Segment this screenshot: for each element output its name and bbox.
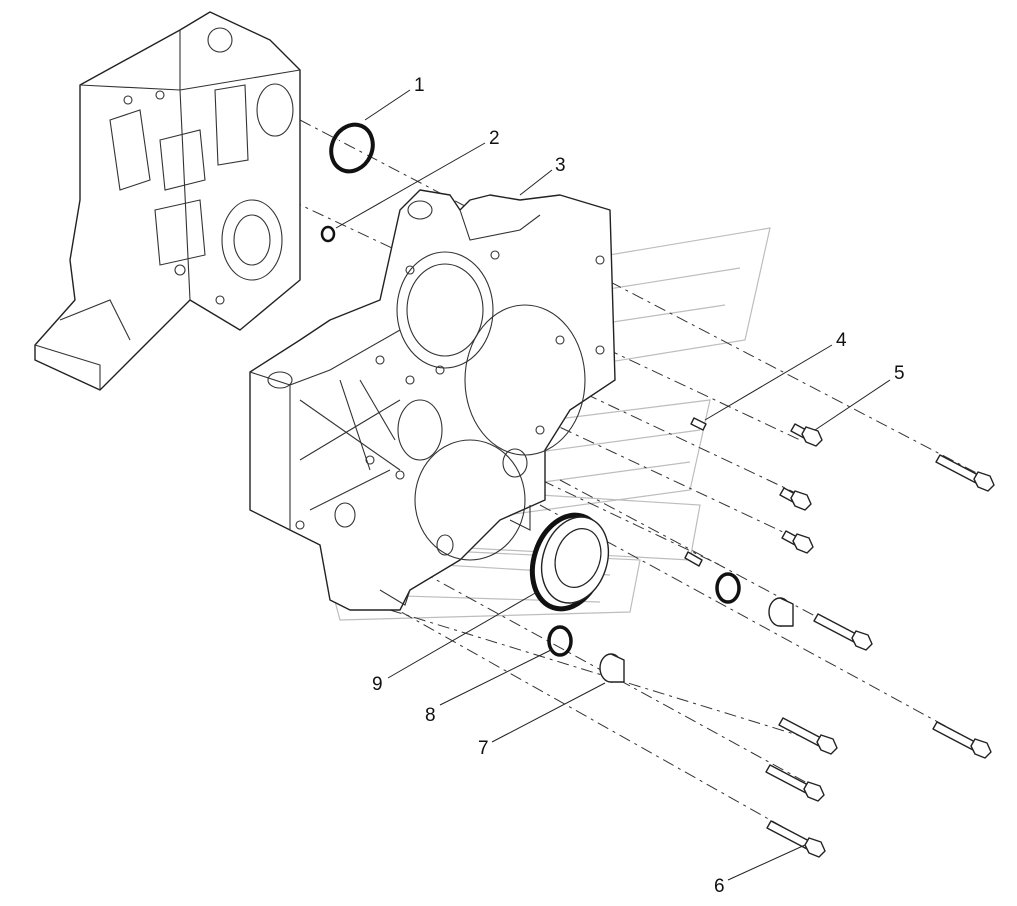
bolt-long-4 <box>778 717 838 755</box>
bolt-short-1 <box>790 423 823 447</box>
seal-ring-upper <box>715 572 741 604</box>
crankshaft-seal <box>529 512 610 612</box>
callout-6: 6 <box>714 876 725 897</box>
callout-9: 9 <box>372 674 383 695</box>
alignment-axes <box>289 119 991 849</box>
plug-lower <box>599 653 625 683</box>
bolt-long-6 <box>766 820 826 858</box>
bolt-long-2 <box>813 613 873 651</box>
bolt-long-1 <box>935 454 995 492</box>
callout-8: 8 <box>425 705 436 726</box>
engine-block <box>34 11 301 391</box>
callout-2: 2 <box>489 128 500 149</box>
plug-upper <box>768 597 794 627</box>
callout-3: 3 <box>555 155 566 176</box>
seal-ring-lower <box>547 625 573 657</box>
callout-1: 1 <box>414 75 425 96</box>
dowel-pin-lower <box>684 551 703 567</box>
bolt-long-3 <box>932 721 992 759</box>
dowel-pin-upper <box>690 417 707 431</box>
callout-4: 4 <box>836 330 847 351</box>
timing-cover <box>249 189 616 611</box>
bolt-long-5 <box>765 764 825 802</box>
callout-7: 7 <box>478 738 489 759</box>
callout-5: 5 <box>894 363 905 384</box>
o-ring-large <box>329 122 375 174</box>
leader-lines <box>335 89 891 881</box>
o-ring-small <box>320 225 336 243</box>
bolt-short-2 <box>779 487 812 511</box>
bolt-short-3 <box>781 530 814 554</box>
